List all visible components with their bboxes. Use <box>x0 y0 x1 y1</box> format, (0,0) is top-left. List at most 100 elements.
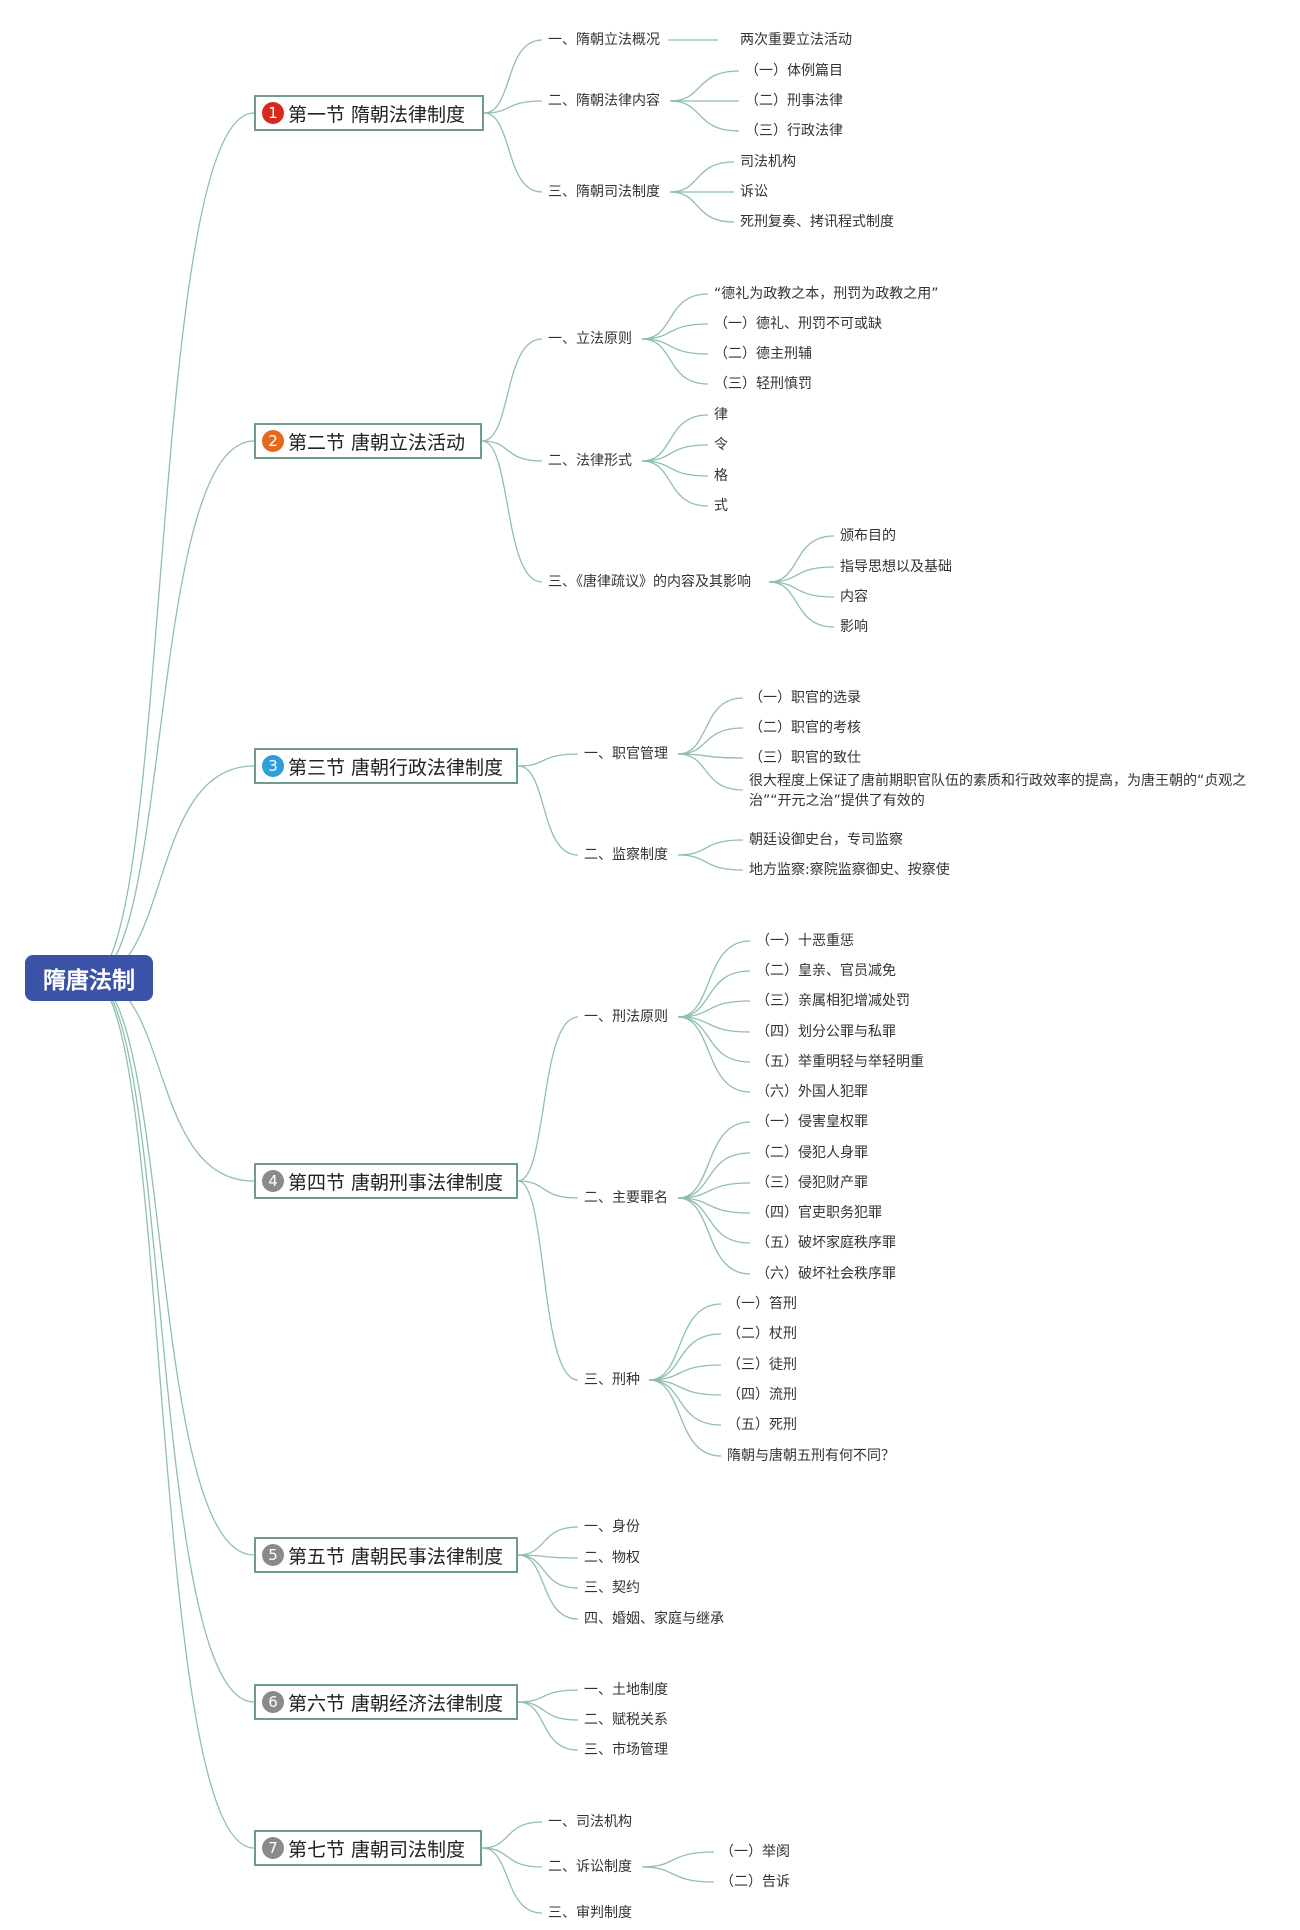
section-to-item-link <box>481 1821 543 1849</box>
item-to-child-link <box>641 444 709 462</box>
subtopic-item[interactable]: 颁布目的 <box>840 528 896 544</box>
item-to-child-link <box>641 1851 715 1868</box>
section-title: 第二节 唐朝立法活动 <box>288 431 466 454</box>
subtopic-item[interactable]: 死刑复奏、拷讯程式制度 <box>740 214 894 230</box>
root-label: 隋唐法制 <box>43 968 135 994</box>
subtopic-item[interactable]: （三）亲属相犯增减处罚 <box>756 993 910 1009</box>
topic-item[interactable]: 一、司法机构 <box>548 1814 632 1830</box>
subtopic-item[interactable]: 两次重要立法活动 <box>740 32 852 48</box>
subtopic-item[interactable]: （六）外国人犯罪 <box>756 1084 868 1100</box>
item-to-child-link <box>677 697 744 755</box>
subtopic-item[interactable]: （二）杖刑 <box>727 1326 797 1342</box>
subtopic-item[interactable]: （三）职官的致仕 <box>749 750 861 766</box>
root-topic[interactable]: 隋唐法制 <box>25 955 153 1001</box>
subtopic-item[interactable]: （二）侵犯人身罪 <box>756 1145 868 1161</box>
item-to-child-link <box>648 1379 722 1457</box>
item-to-child-link <box>669 161 735 193</box>
subtopic-item[interactable]: （一）德礼、刑罚不可或缺 <box>714 316 882 332</box>
subtopic-item[interactable]: 令 <box>714 437 728 453</box>
number-badge-icon: 1 <box>262 102 284 124</box>
topic-item[interactable]: 二、法律形式 <box>548 453 632 469</box>
topic-item[interactable]: 二、物权 <box>584 1550 640 1566</box>
section-to-item-link <box>517 1554 579 1620</box>
section-to-item-link <box>517 1701 579 1721</box>
subtopic-item[interactable]: （一）举阂 <box>720 1844 790 1860</box>
topic-item[interactable]: 三、刑种 <box>584 1372 640 1388</box>
subtopic-item[interactable]: 影响 <box>840 619 868 635</box>
subtopic-item[interactable]: （一）笞刑 <box>727 1296 797 1312</box>
section-to-item-link <box>481 440 543 462</box>
subtopic-item[interactable]: 内容 <box>840 589 868 605</box>
topic-item[interactable]: 二、赋税关系 <box>584 1712 668 1728</box>
topic-item[interactable]: 三、契约 <box>584 1580 640 1596</box>
subtopic-item[interactable]: 很大程度上保证了唐前期职官队伍的素质和行政效率的提高，为唐王朝的“贞观之治”“开… <box>749 773 1247 809</box>
section-to-item-link <box>481 1847 543 1868</box>
number-badge-icon: 6 <box>262 1691 284 1713</box>
section-to-item-link <box>517 1526 579 1556</box>
topic-item[interactable]: 一、隋朝立法概况 <box>548 32 660 48</box>
subtopic-item[interactable]: （三）徒刑 <box>727 1357 797 1373</box>
subtopic-item[interactable]: （一）职官的选录 <box>749 690 861 706</box>
subtopic-item[interactable]: （五）举重明轻与举轻明重 <box>756 1054 924 1070</box>
subtopic-item[interactable]: （一）十恶重惩 <box>756 933 854 949</box>
topic-item[interactable]: 三、《唐律疏议》的内容及其影响 <box>548 574 751 590</box>
subtopic-item[interactable]: （四）划分公罪与私罪 <box>756 1024 896 1040</box>
topic-item[interactable]: 三、市场管理 <box>584 1742 668 1758</box>
subtopic-item[interactable]: “德礼为政教之本，刑罚为政教之用” <box>714 286 939 302</box>
subtopic-item[interactable]: 朝廷设御史台，专司监察 <box>749 832 903 848</box>
item-to-child-link <box>677 753 744 759</box>
item-to-child-link <box>677 1016 751 1093</box>
topic-item[interactable]: 一、土地制度 <box>584 1682 668 1698</box>
topic-item[interactable]: 二、隋朝法律内容 <box>548 93 660 109</box>
topic-item[interactable]: 一、刑法原则 <box>584 1009 668 1025</box>
section-title: 第六节 唐朝经济法律制度 <box>288 1692 504 1715</box>
section-to-item-link <box>517 753 579 767</box>
section-to-item-link <box>481 440 543 583</box>
topic-item[interactable]: 一、立法原则 <box>548 331 632 347</box>
subtopic-item[interactable]: 式 <box>714 498 728 514</box>
topic-item[interactable]: 三、审判制度 <box>548 1905 632 1921</box>
item-to-child-link <box>677 1152 751 1199</box>
topic-item[interactable]: 一、身份 <box>584 1519 640 1535</box>
subtopic-item[interactable]: 地方监察:察院监察御史、按察使 <box>749 862 950 878</box>
subtopic-item[interactable]: 格 <box>714 468 728 484</box>
subtopic-item[interactable]: 律 <box>714 407 728 423</box>
subtopic-item[interactable]: （三）行政法律 <box>745 123 843 139</box>
root-to-section-link <box>89 977 255 1849</box>
subtopic-item[interactable]: （四）官吏职务犯罪 <box>756 1205 882 1221</box>
topic-item[interactable]: 一、职官管理 <box>584 746 668 762</box>
subtopic-item[interactable]: （二）告诉 <box>720 1874 790 1890</box>
subtopic-item[interactable]: （二）职官的考核 <box>749 720 861 736</box>
subtopic-item[interactable]: 指导思想以及基础 <box>840 559 952 575</box>
item-to-child-link <box>641 338 709 385</box>
topic-item[interactable]: 二、监察制度 <box>584 847 668 863</box>
subtopic-item[interactable]: 隋朝与唐朝五刑有何不同？ <box>727 1448 895 1464</box>
subtopic-item[interactable]: （一）体例篇目 <box>745 63 843 79</box>
topic-item[interactable]: 二、主要罪名 <box>584 1190 668 1206</box>
subtopic-item[interactable]: 诉讼 <box>740 184 768 200</box>
subtopic-item[interactable]: （五）死刑 <box>727 1417 797 1433</box>
subtopic-item[interactable]: （五）破坏家庭秩序罪 <box>756 1235 896 1251</box>
item-to-child-link <box>677 970 751 1018</box>
subtopic-item[interactable]: （一）侵害皇权罪 <box>756 1114 868 1130</box>
subtopic-item[interactable]: （二）德主刑辅 <box>714 346 812 362</box>
subtopic-item[interactable]: 司法机构 <box>740 154 796 170</box>
subtopic-item[interactable]: （三）侵犯财产罪 <box>756 1175 868 1191</box>
item-to-child-link <box>768 581 835 598</box>
subtopic-item[interactable]: （三）轻刑慎罚 <box>714 376 812 392</box>
subtopic-item[interactable]: （六）破坏社会秩序罪 <box>756 1266 896 1282</box>
topic-item[interactable]: 三、隋朝司法制度 <box>548 184 660 200</box>
topic-item[interactable]: 四、婚姻、家庭与继承 <box>584 1611 724 1627</box>
subtopic-item[interactable]: （二）皇亲、官员减免 <box>756 963 896 979</box>
topic-item[interactable]: 二、诉讼制度 <box>548 1859 632 1875</box>
section-to-item-link <box>483 39 543 114</box>
subtopic-item[interactable]: （四）流刑 <box>727 1387 797 1403</box>
subtopic-item[interactable]: （二）刑事法律 <box>745 93 843 109</box>
